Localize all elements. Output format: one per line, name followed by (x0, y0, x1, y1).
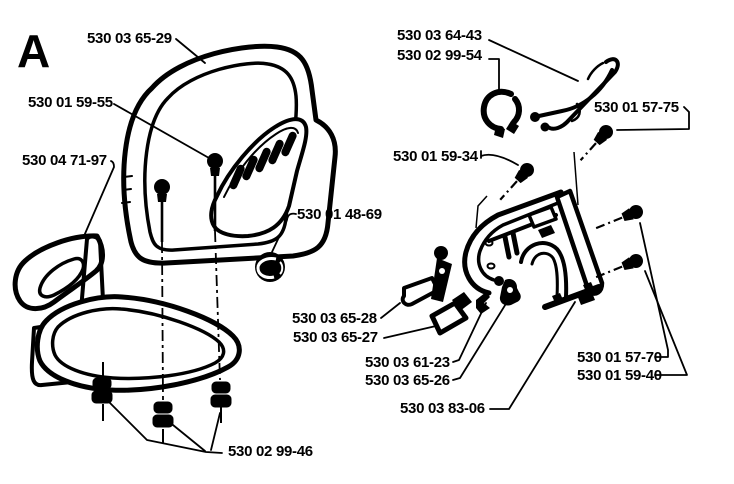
part-drawing-61-23 (476, 292, 490, 314)
front-handle-drawing (12, 233, 242, 393)
part-label-530-04-71-97: 530 04 71-97 (22, 152, 107, 169)
part-label-530-03-65-26: 530 03 65-26 (365, 372, 450, 389)
part-label-530-02-99-46: 530 02 99-46 (228, 443, 313, 460)
part-label-530-01-59-34: 530 01 59-34 (393, 148, 478, 165)
screw-57-70-icon (594, 205, 643, 230)
part-label-530-01-57-75: 530 01 57-75 (594, 99, 679, 116)
part-label-530-01-59-40: 530 01 59-40 (577, 367, 662, 384)
wire-drawing (530, 57, 620, 132)
screws-drawing (475, 125, 643, 279)
part-label-530-01-59-55: 530 01 59-55 (28, 94, 113, 111)
part-label-530-03-83-06: 530 03 83-06 (400, 400, 485, 417)
part-drawing-65-28 (400, 246, 452, 307)
part-label-530-03-61-23: 530 03 61-23 (365, 354, 450, 371)
part-label-530-03-64-43: 530 03 64-43 (397, 27, 482, 44)
guard-screws-drawing (154, 153, 223, 401)
section-letter: A (17, 25, 51, 77)
trigger-parts-drawing (400, 246, 521, 336)
screw-57-75-icon (579, 125, 613, 161)
clamp-drawing (480, 88, 522, 138)
screw-59-40-icon (594, 254, 643, 279)
bushings-drawing (91, 362, 232, 444)
part-label-530-03-65-29: 530 03 65-29 (87, 30, 172, 47)
part-drawing-65-27 (429, 292, 472, 336)
hand-guard-drawing (121, 43, 338, 266)
part-label-530-03-65-28: 530 03 65-28 (292, 310, 377, 327)
part-label-530-03-65-27: 530 03 65-27 (293, 329, 378, 346)
part-label-530-02-99-54: 530 02 99-54 (397, 47, 482, 64)
cap-drawing (255, 252, 285, 282)
part-drawing-65-26 (499, 278, 521, 306)
part-label-530-01-48-69: 530 01 48-69 (297, 206, 382, 223)
leader-lines (83, 38, 690, 454)
screw-59-34-icon (499, 163, 534, 201)
lower-clamp-drawing (542, 282, 602, 310)
handle-bracket-drawing (462, 188, 605, 305)
part-label-530-01-57-70: 530 01 57-70 (577, 349, 662, 366)
vent-slots-icon (229, 131, 297, 190)
